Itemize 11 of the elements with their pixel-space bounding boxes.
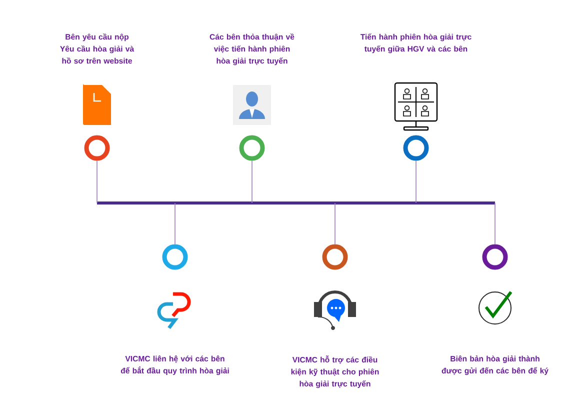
ring-marker [239,135,265,161]
connector-line [494,202,496,245]
timeline-bar [97,202,495,204]
ring-marker [84,135,110,161]
ring-marker [162,244,188,270]
connector-line [334,202,336,245]
ring-marker [482,244,508,270]
ring-marker [322,244,348,270]
ring-marker [403,135,429,161]
connector-line [96,160,98,204]
connector-line [174,202,176,245]
